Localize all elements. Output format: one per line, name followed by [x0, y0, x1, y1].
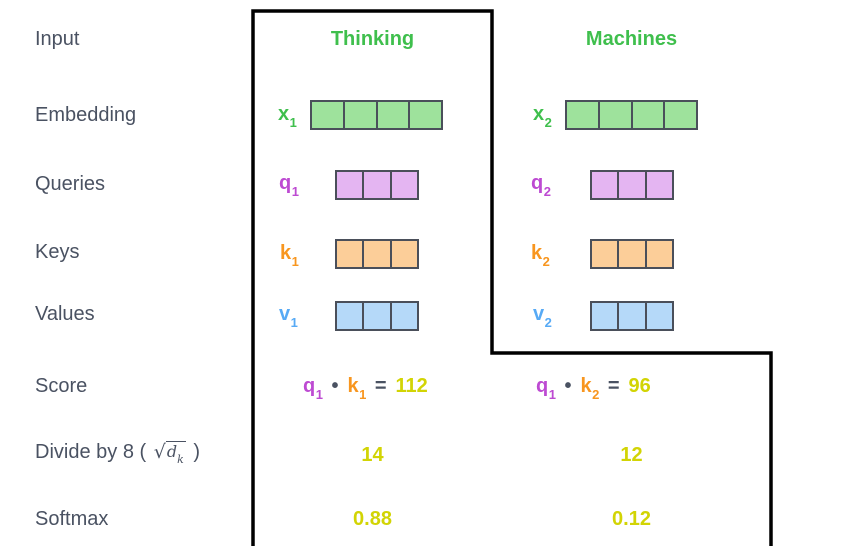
vector-cell: [362, 303, 389, 329]
sqrt-expression: √dk: [154, 441, 186, 468]
sqrt-sign: √: [153, 441, 166, 463]
row-label-keys: Keys: [35, 241, 80, 263]
vector-cell: [362, 172, 389, 198]
column-header-thinking: Thinking: [330, 28, 415, 50]
dot-operator: •: [564, 375, 572, 397]
divide-prefix: Divide by 8 (: [35, 441, 147, 463]
vector-cell: [663, 102, 696, 128]
row-label-embedding: Embedding: [35, 104, 137, 126]
vector-cell: [337, 172, 362, 198]
vector-cell: [630, 102, 664, 128]
vector-cell: [337, 241, 362, 267]
score-value-machines: 96: [628, 375, 651, 397]
value-label-v1: v1: [279, 303, 298, 330]
vector-cell: [597, 102, 631, 128]
divide-suffix: ): [193, 441, 200, 463]
vector-cell: [408, 102, 441, 128]
row-label-score: Score: [35, 375, 88, 397]
vector-cell: [389, 303, 417, 329]
value-label-v2: v2: [533, 303, 552, 330]
vector-cell: [644, 303, 672, 329]
score-expression-thinking: q1 • k1 = 112: [303, 374, 428, 405]
vector-cell: [617, 172, 644, 198]
key-label-k1: k1: [280, 242, 299, 269]
embedding-vector-machines: [565, 100, 698, 130]
vector-cell: [362, 241, 389, 267]
query-vector-machines: [590, 170, 674, 200]
vector-cell: [567, 102, 598, 128]
embedding-label-x2: x2: [533, 103, 552, 130]
sqrt-radicand: dk: [165, 441, 186, 467]
vector-cell: [342, 102, 376, 128]
row-label-queries: Queries: [35, 173, 106, 195]
embedding-label-x1: x1: [278, 103, 297, 130]
query-label-q1: q1: [279, 172, 299, 199]
vector-cell: [592, 303, 617, 329]
equals-sign: =: [374, 375, 387, 397]
score-k2: k2: [580, 375, 600, 402]
vector-cell: [592, 172, 617, 198]
row-label-values: Values: [35, 303, 95, 325]
vector-cell: [389, 241, 417, 267]
query-vector-thinking: [335, 170, 419, 200]
equals-sign: =: [607, 375, 620, 397]
vector-cell: [389, 172, 417, 198]
softmax-value-machines: 0.12: [612, 508, 651, 530]
query-label-q2: q2: [531, 172, 551, 199]
vector-cell: [375, 102, 409, 128]
score-expression-machines: q1 • k2 = 96: [536, 374, 651, 405]
dot-operator: •: [331, 375, 339, 397]
value-vector-thinking: [335, 301, 419, 331]
vector-cell: [617, 303, 644, 329]
key-label-k2: k2: [531, 242, 550, 269]
score-q1: q1: [303, 375, 323, 402]
divided-value-thinking: 14: [361, 444, 384, 466]
vector-cell: [337, 303, 362, 329]
vector-cell: [312, 102, 343, 128]
row-label-input: Input: [35, 28, 80, 50]
vector-cell: [617, 241, 644, 267]
vector-cell: [592, 241, 617, 267]
column-header-machines: Machines: [585, 28, 678, 50]
value-vector-machines: [590, 301, 674, 331]
row-label-divide: Divide by 8 ( √dk ): [35, 440, 200, 468]
key-vector-machines: [590, 239, 674, 269]
score-value-thinking: 112: [395, 375, 428, 397]
vector-cell: [644, 172, 672, 198]
divided-value-machines: 12: [620, 444, 643, 466]
embedding-vector-thinking: [310, 100, 443, 130]
softmax-value-thinking: 0.88: [353, 508, 392, 530]
key-vector-thinking: [335, 239, 419, 269]
vector-cell: [644, 241, 672, 267]
score-q1: q1: [536, 375, 556, 402]
score-k1: k1: [347, 375, 367, 402]
row-label-softmax: Softmax: [35, 508, 109, 530]
